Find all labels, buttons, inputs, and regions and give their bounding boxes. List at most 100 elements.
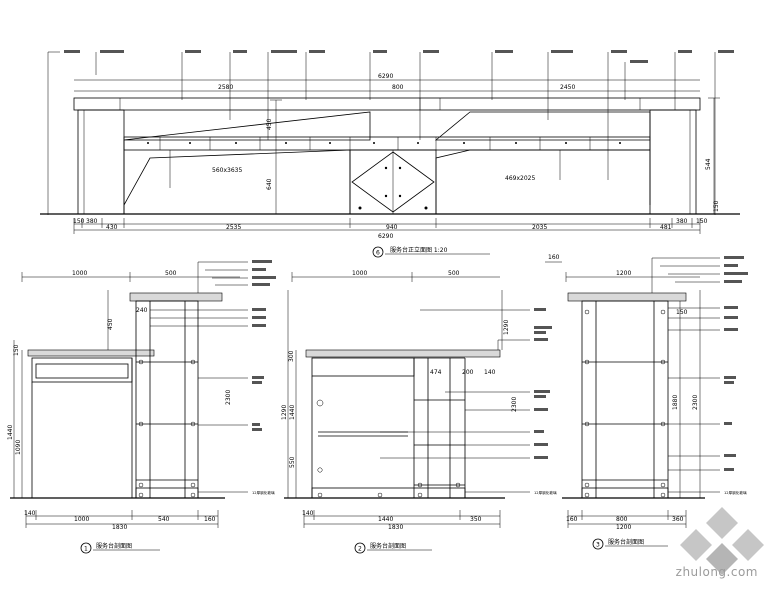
s3-side-dim-lines	[679, 290, 701, 498]
s3-cross-marks	[584, 309, 666, 498]
front-bottom-dim-lines	[73, 218, 701, 234]
front-pedestal-details	[83, 110, 691, 214]
s2-side-dim-2: 1440	[289, 405, 296, 420]
section-1: 1000 500	[7, 260, 276, 554]
front-left-pedestal	[77, 109, 125, 215]
front-leader-lines	[47, 51, 716, 215]
front-bot-dim-0: 150	[73, 218, 85, 225]
s1-cabinet-body	[31, 300, 199, 499]
s2-inner-dim-3: 2300	[511, 397, 518, 412]
s2-side-dim-1: 300	[288, 350, 295, 362]
s1-side-dim-4: 1090	[15, 440, 22, 455]
s1-lower-counter	[27, 349, 155, 357]
front-drawer-dividers	[159, 137, 591, 150]
front-inner-dim-lines	[169, 97, 720, 215]
front-center-cabinet	[349, 149, 437, 215]
front-inner-dim-3: 450	[266, 118, 273, 130]
s2-title-number: 2	[358, 546, 362, 553]
front-right-pedestal	[649, 109, 697, 215]
front-bot-dim-2: 430	[106, 224, 118, 231]
s3-title-number: 3	[596, 542, 600, 549]
s3-label-marks	[724, 256, 748, 471]
s2-bot-dim-2: 350	[470, 516, 482, 523]
front-bottom-total: 6290	[378, 233, 393, 240]
s1-side-dim-1: 240	[136, 307, 148, 314]
front-drawer-strip	[123, 136, 651, 151]
front-top-dim-lines	[74, 79, 700, 92]
s3-inner-dim-2: 2300	[692, 395, 699, 410]
s1-side-dim-3: 1440	[7, 425, 14, 440]
s1-side-dim-2: 150	[13, 344, 20, 356]
s2-cabinet-body	[311, 357, 466, 499]
s1-title-block: 1 服务台剖面图	[80, 542, 160, 554]
s3-leaders	[651, 257, 720, 493]
s2-top-dim-0: 1000	[352, 270, 367, 277]
s3-bot-dim-1: 800	[616, 516, 628, 523]
s2-bottom-dim-lines	[303, 510, 501, 528]
s1-inner-dim: 2300	[225, 390, 232, 405]
s3-inner-dim-0: 150	[676, 309, 688, 316]
s3-bot-dim-3: 360	[672, 516, 684, 523]
s2-side-dim-0: 1290	[281, 405, 288, 420]
s3-bottom-dim-lines	[567, 510, 687, 528]
front-bot-dim-3: 2535	[226, 224, 241, 231]
front-left-panel	[123, 111, 371, 214]
s2-bottom-label: 12厚钢化玻璃	[534, 490, 557, 495]
s3-bottom-label: 12厚钢化玻璃	[724, 490, 747, 495]
s1-title-number: 1	[84, 546, 88, 553]
front-dim-texts: 6290 2580 800 2450 560x3635 640 450 544 …	[73, 73, 720, 240]
s3-inner-dim-1: 1880	[672, 395, 679, 410]
front-bot-dim-8: 150	[696, 218, 708, 225]
s1-bottom-total: 1830	[112, 524, 127, 531]
front-elevation: 6290 2580 800 2450 560x3635 640 450 544 …	[40, 50, 740, 258]
s3-bot-dim-0: 160	[566, 516, 578, 523]
s3-top-dim-0: 160	[548, 254, 560, 261]
front-inner-dim-2: 640	[266, 178, 273, 190]
front-title-block: 6 服务台正立面图 1:20	[372, 246, 490, 258]
s2-top-dim-1: 500	[448, 270, 460, 277]
s3-cabinet-body	[581, 300, 669, 499]
s1-title-text: 服务台剖面图	[96, 542, 132, 550]
front-title-text: 服务台正立面图 1:20	[390, 246, 448, 254]
s3-top-dim-1: 1200	[616, 270, 631, 277]
front-bot-dim-7: 380	[676, 218, 688, 225]
front-dim-right: 2450	[560, 84, 575, 91]
watermark-logo-icon	[680, 507, 764, 575]
front-title-number: 6	[376, 250, 380, 257]
s1-bot-dim-3: 160	[204, 516, 216, 523]
s2-counter	[305, 349, 501, 358]
s3-bot-dim-2: 1200	[616, 524, 631, 531]
front-inner-dim-1: 560x3635	[212, 167, 242, 174]
front-bot-dim-1: 380	[86, 218, 98, 225]
s2-title-text: 服务台剖面图	[370, 542, 406, 550]
s1-left-dim-lines	[13, 290, 109, 498]
front-countertop	[73, 97, 701, 111]
s1-top-dim-1: 500	[165, 270, 177, 277]
front-bot-dim-4: 940	[386, 224, 398, 231]
front-total-width: 6290	[378, 73, 393, 80]
s2-bot-dim-0: 140	[302, 510, 314, 517]
front-inner-dim-4: 469x2025	[505, 175, 535, 182]
section-3: 160 1200	[545, 254, 748, 550]
s2-bot-dim-1: 1440	[378, 516, 393, 523]
s3-title-text: 服务台剖面图	[608, 538, 644, 546]
s2-inner-dim-2: 140	[484, 369, 496, 376]
s1-label-marks	[252, 260, 276, 431]
s1-bot-dim-1: 1000	[74, 516, 89, 523]
s2-inner-dim-4: 1290	[503, 320, 510, 335]
s2-label-marks	[534, 308, 552, 459]
s1-bot-dim-2: 540	[158, 516, 170, 523]
s1-leaders	[150, 261, 248, 493]
front-top-annotations	[64, 50, 734, 63]
front-dim-center: 800	[392, 84, 404, 91]
s2-title-block: 2 服务台剖面图	[354, 542, 432, 554]
s2-inner-dim-1: 200	[462, 369, 474, 376]
s1-side-dim-0: 450	[107, 318, 114, 330]
s1-cross-marks	[138, 359, 196, 498]
front-right-dim: 544	[705, 158, 712, 170]
s1-bot-dim-0: 140	[24, 510, 36, 517]
s3-title-block: 3 服务台剖面图	[592, 538, 668, 550]
front-drawer-knobs	[147, 142, 621, 144]
s1-bottom-label: 12厚钢化玻璃	[252, 490, 275, 495]
